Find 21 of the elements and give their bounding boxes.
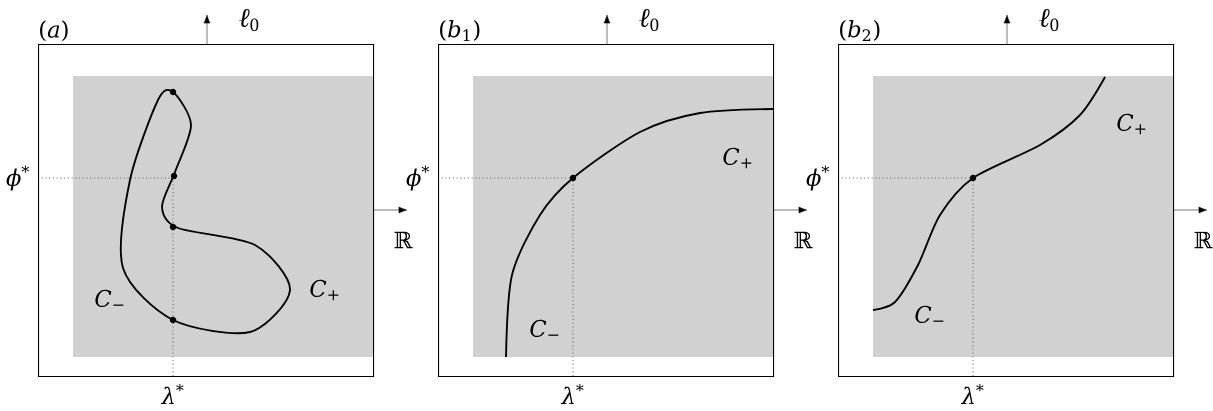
node-label: (b$_{1}$) <box>440 20 480 42</box>
axis-label: ℝ <box>794 231 813 249</box>
axis-label: ℓ$_{0}$ <box>639 8 659 32</box>
curve-label: C$_{+}$ <box>1117 113 1146 135</box>
axis-label: ℓ$_{0}$ <box>1039 8 1059 32</box>
node-label: (b$_{2}$) <box>840 20 880 42</box>
node-label: (a) <box>40 20 68 42</box>
curve-label: C$_{+}$ <box>723 147 752 169</box>
curve-label: C$_{−}$ <box>95 289 124 307</box>
curve-label: C$_{−}$ <box>530 319 559 337</box>
axis-label: ℓ$_{0}$ <box>239 8 259 32</box>
curve-label: C$_{+}$ <box>310 279 339 301</box>
axis-label: λ$^{*}$ <box>560 383 584 405</box>
axis-label: λ$^{*}$ <box>160 383 184 405</box>
axis-label: ϕ$^{*}$ <box>6 165 30 191</box>
axis-label: ϕ$^{*}$ <box>806 165 830 191</box>
axis-label: ℝ <box>394 231 413 249</box>
axis-label: ℝ <box>1194 231 1213 249</box>
axis-label: λ$^{*}$ <box>960 383 984 405</box>
curve-label: C$_{−}$ <box>915 305 944 323</box>
axis-label: ϕ$^{*}$ <box>406 165 430 191</box>
